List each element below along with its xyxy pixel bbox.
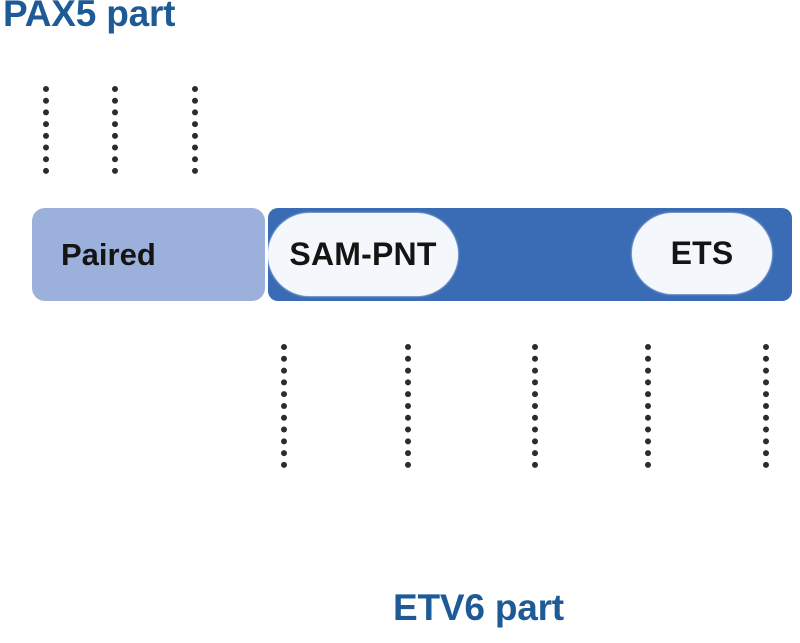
sam-pnt-domain-label: SAM-PNT [289,236,437,272]
pax5-breakpoint-marker-1 [43,86,49,174]
etv6-part-label: ETV6 part [393,587,564,628]
ets-domain: ETS [632,213,772,294]
etv6-breakpoint-marker-4 [645,344,651,468]
etv6-breakpoint-marker-1 [281,344,287,468]
ets-domain-label: ETS [670,235,734,271]
pax5-segment [32,208,265,301]
etv6-breakpoint-marker-2 [405,344,411,468]
domain-bar: Paired SAM-PNT ETS [32,208,792,301]
pax5-breakpoint-marker-3 [192,86,198,174]
pax5-part-label: PAX5 part [3,0,176,34]
sam-pnt-domain: SAM-PNT [268,213,458,296]
etv6-breakpoint-marker-5 [763,344,769,468]
paired-domain-label: Paired [61,236,156,272]
pax5-breakpoint-marker-2 [112,86,118,174]
etv6-breakpoint-marker-3 [532,344,538,468]
